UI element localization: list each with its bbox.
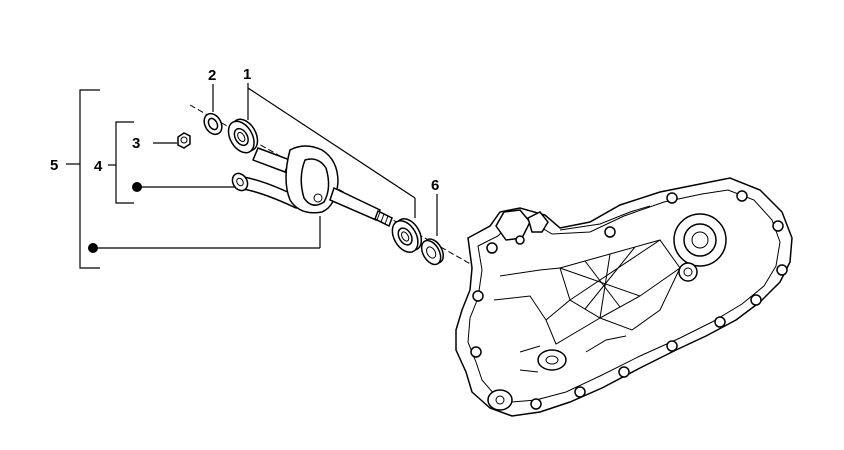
callout-1: 1 [243,66,251,83]
oil-seal-right [420,238,444,266]
callout-6: 6 [431,177,439,194]
callout-3: 3 [132,135,140,152]
bracket-4 [108,121,134,204]
bearing-left [227,118,259,154]
callout-2: 2 [208,67,216,84]
oil-seal-left [203,112,223,136]
callout-4: 4 [94,158,103,175]
callout-5: 5 [50,157,58,174]
bracket-5 [66,89,100,269]
crank-nut [177,132,191,149]
crankcase-half [455,177,793,417]
reference-dot-4 [132,182,142,192]
bearing-right [391,218,423,253]
reference-dot-5 [88,243,98,253]
crankshaft [231,145,393,228]
leader-lines [93,83,438,249]
